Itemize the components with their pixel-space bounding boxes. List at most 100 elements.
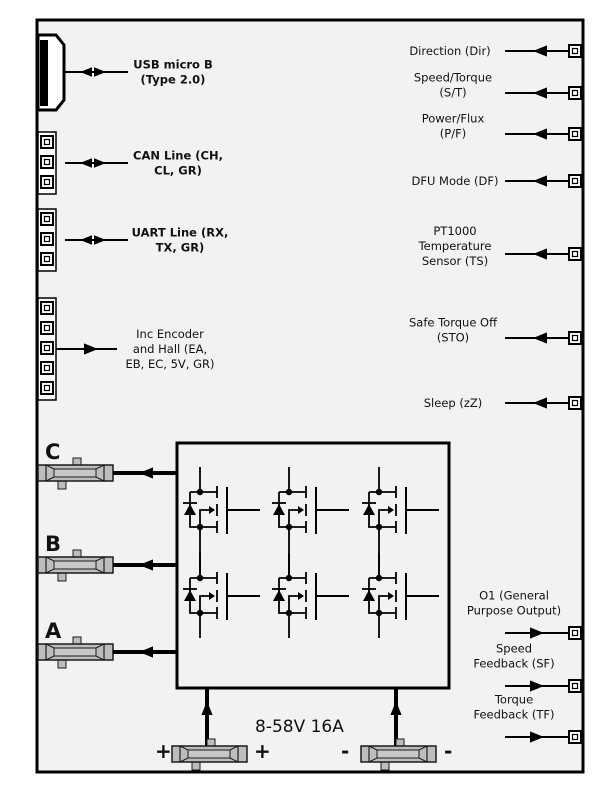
pin-outer xyxy=(40,232,54,246)
pin-outer xyxy=(40,301,54,315)
port-label-sto: Safe Torque Off(STO) xyxy=(409,316,498,345)
inverter-block xyxy=(175,441,451,690)
pin-inner xyxy=(571,250,579,258)
label-line: (S/T) xyxy=(439,86,466,100)
arrow-left-icon xyxy=(533,248,547,260)
body-lead xyxy=(378,509,391,527)
pin-outer xyxy=(40,361,54,375)
arrow-left-icon xyxy=(533,332,547,344)
label-line: O1 (General xyxy=(479,589,549,603)
pin-inner xyxy=(571,177,579,185)
port-sto: Safe Torque Off(STO) xyxy=(409,316,582,345)
pin-inner xyxy=(43,138,51,146)
arrow-right-icon xyxy=(530,627,544,639)
label-line: Speed/Torque xyxy=(414,71,492,85)
label-line: DFU Mode (DF) xyxy=(412,174,499,188)
pin-inner xyxy=(43,324,51,332)
usb-connector-icon xyxy=(36,33,66,112)
diode-icon xyxy=(363,590,375,601)
mosfet-bridge xyxy=(183,467,439,638)
pin-icon xyxy=(568,331,582,345)
pin-outer xyxy=(568,174,582,188)
pin-outer xyxy=(40,135,54,149)
pin-outer xyxy=(40,155,54,169)
label-line: CAN Line (CH, xyxy=(133,149,223,163)
label-line: Inc Encoder xyxy=(136,327,204,341)
port-label-uart: UART Line (RX,TX, GR) xyxy=(132,226,229,255)
pin-outer xyxy=(568,331,582,345)
pin-icon xyxy=(40,135,54,149)
power-negative xyxy=(360,688,437,771)
pin-icon xyxy=(568,127,582,141)
arrow-left-icon xyxy=(139,559,153,571)
terminal-connector-icon xyxy=(37,549,114,582)
pin-outer xyxy=(568,127,582,141)
pin-outer xyxy=(568,247,582,261)
body-lead xyxy=(199,595,212,613)
bridge-leg-2 xyxy=(272,467,349,638)
port-label-df: DFU Mode (DF) xyxy=(412,174,499,188)
port-label-st: Speed/Torque(S/T) xyxy=(414,71,492,100)
pin-icon xyxy=(40,341,54,355)
pin-inner xyxy=(43,235,51,243)
phase-label-c: C xyxy=(45,440,60,464)
terminal-connector-icon xyxy=(171,738,248,771)
pin-icon xyxy=(40,381,54,395)
pin-icon xyxy=(40,155,54,169)
pin-icon xyxy=(40,361,54,375)
pin-icon xyxy=(568,44,582,58)
label-line: Power/Flux xyxy=(422,112,485,126)
port-uart: UART Line (RX,TX, GR) xyxy=(37,208,229,272)
label-line: Sleep (zZ) xyxy=(424,396,483,410)
label-line: Purpose Output) xyxy=(467,604,561,618)
phase-b: B xyxy=(37,532,177,582)
pin-outer xyxy=(568,730,582,744)
pin-icon xyxy=(40,252,54,266)
diode-icon xyxy=(273,504,285,515)
body-lead xyxy=(288,509,301,527)
port-df: DFU Mode (DF) xyxy=(412,174,582,188)
label-line: TX, GR) xyxy=(156,241,205,255)
terminal-slot xyxy=(376,749,420,759)
pin-outer xyxy=(40,212,54,226)
pin-icon xyxy=(568,730,582,744)
pin-inner xyxy=(571,682,579,690)
body-arrow-icon xyxy=(298,506,304,514)
pin-outer xyxy=(40,252,54,266)
label-line: UART Line (RX, xyxy=(132,226,229,240)
junction-dot xyxy=(285,488,293,496)
label-line: Direction (Dir) xyxy=(409,44,490,58)
terminal-connector-icon xyxy=(360,738,437,771)
pin-outer xyxy=(40,341,54,355)
port-label-pf: Power/Flux(P/F) xyxy=(422,112,485,141)
label-line: Speed xyxy=(496,642,532,656)
body-lead xyxy=(288,595,301,613)
terminal-connector-icon xyxy=(37,636,114,669)
junction-dot xyxy=(375,488,383,496)
pin-inner xyxy=(571,47,579,55)
arrow-left-icon xyxy=(139,646,153,658)
terminal-slot xyxy=(53,647,97,657)
pin-inner xyxy=(43,178,51,186)
pin-icon xyxy=(568,396,582,410)
power-rating: 8-58V 16A xyxy=(255,717,344,737)
pin-outer xyxy=(40,381,54,395)
label-line: (Type 2.0) xyxy=(141,73,206,87)
arrow-left-icon xyxy=(533,175,547,187)
mosfet-icon xyxy=(183,467,260,534)
body-arrow-icon xyxy=(209,592,215,600)
terminal-slot xyxy=(53,560,97,570)
port-label-can: CAN Line (CH,CL, GR) xyxy=(133,149,223,178)
terminal-slot xyxy=(187,749,231,759)
junction-dot xyxy=(196,574,204,582)
body-arrow-icon xyxy=(388,592,394,600)
diode-icon xyxy=(273,590,285,601)
